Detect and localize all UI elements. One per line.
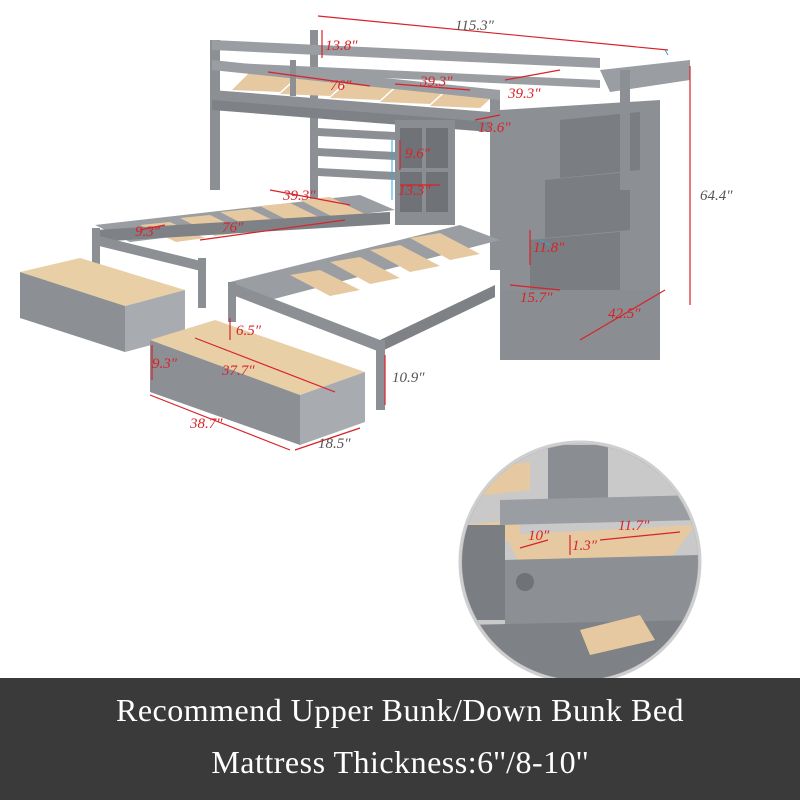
info-banner: Recommend Upper Bunk/Down Bunk Bed Mattr… [0, 678, 800, 800]
dim-drawer-depth-inner: 6.5″ [236, 323, 262, 339]
zoom-inset [458, 440, 702, 684]
blue-guides [391, 49, 669, 246]
dim-bottom-left-side-height: 9.3″ [135, 224, 161, 240]
bookshelf [395, 120, 455, 225]
dim-bed-clearance: 10.9″ [392, 370, 425, 386]
headboard [318, 128, 395, 180]
dim-stair-top-step: 39.3″ [507, 86, 541, 102]
lower-left-bed [92, 195, 395, 308]
dim-bottom-left-length: 76″ [222, 220, 244, 236]
dimension-lines [139, 15, 691, 451]
dim-stair-depth-upper: 13.6″ [478, 120, 511, 136]
drawer-right [150, 320, 365, 445]
dim-drawer-inner-length: 37.7″ [221, 363, 255, 379]
dim-drawer-length: 38.7″ [189, 416, 223, 432]
dim-stair-length: 42.5″ [608, 306, 641, 322]
dim-mini-drawer-depth: 10″ [528, 528, 550, 544]
dim-bottom-left-width: 39.3″ [282, 188, 316, 204]
dim-stair-step-depth: 15.7″ [520, 290, 553, 306]
dim-overall-height: 64.4″ [700, 188, 733, 204]
stair-tower [500, 60, 690, 360]
dim-shelf-width: 13.3″ [398, 183, 431, 199]
dim-top-bed-width: 39.3″ [419, 74, 453, 90]
dim-overall-length: 115.3″ [455, 18, 495, 34]
lower-right-bed [228, 225, 500, 410]
dim-mini-drawer-width: 11.7″ [618, 518, 650, 534]
dim-drawer-height: 9.3″ [152, 356, 178, 372]
dim-drawer-width: 18.5″ [318, 436, 351, 452]
dim-top-guardrail-height: 13.8″ [325, 38, 358, 54]
banner-line-1: Recommend Upper Bunk/Down Bunk Bed [115, 692, 685, 728]
dim-stair-step-height: 11.8″ [533, 240, 565, 256]
banner-line-2: Mattress Thickness:6''/8-10'' [211, 744, 589, 780]
dim-shelf-height: 9.6″ [405, 146, 431, 162]
dim-top-bed-length: 76″ [330, 78, 352, 94]
dim-mini-drawer-height: 1.3″ [572, 538, 598, 554]
